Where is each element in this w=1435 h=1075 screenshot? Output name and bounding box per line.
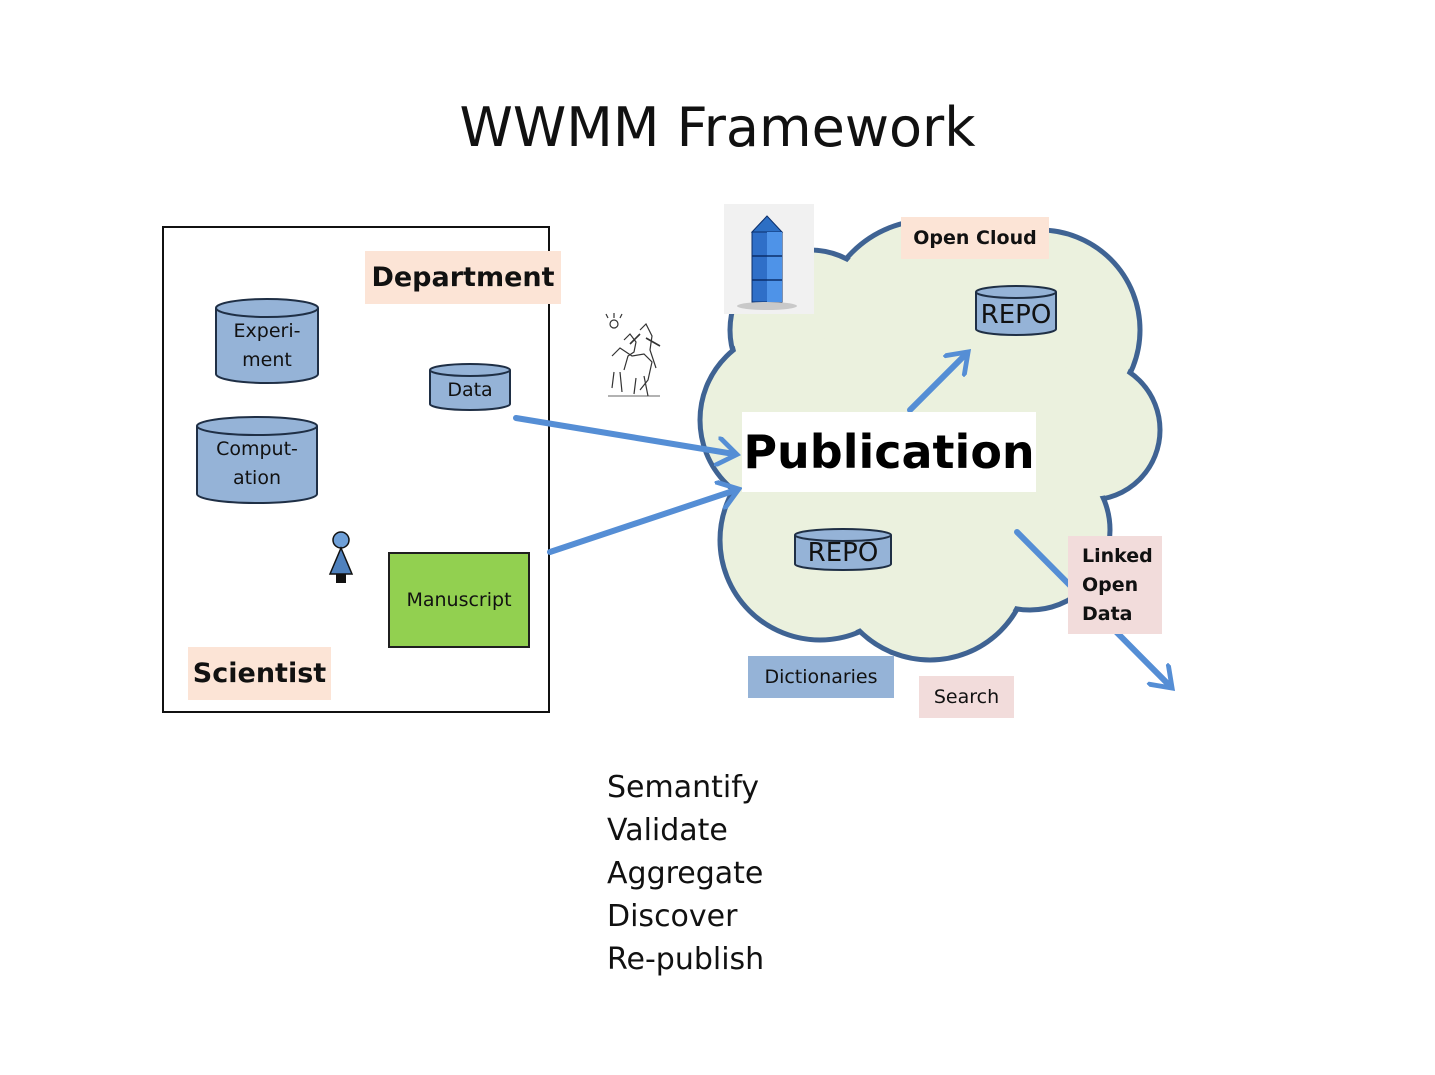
verb-item: Semantify — [607, 770, 760, 805]
page-title: WWMM Framework — [459, 96, 976, 159]
arrow-publication-to-repo — [907, 354, 966, 413]
process-verbs-list: Semantify Validate Aggregate Discover Re… — [607, 766, 764, 981]
repo-top-cylinder — [975, 285, 1057, 336]
computation-label: Comput- ation — [216, 438, 298, 489]
lod-line-3: Data — [1082, 603, 1133, 625]
scientist-person-icon — [328, 531, 354, 583]
dictionaries-label: Dictionaries — [748, 656, 894, 698]
repo-top-label: REPO — [980, 299, 1052, 330]
publication-box: Publication — [742, 412, 1036, 492]
repository-tower-icon — [724, 204, 814, 314]
data-cylinder — [429, 363, 511, 411]
search-label: Search — [919, 676, 1014, 718]
manuscript-label: Manuscript — [406, 589, 512, 611]
repo-bottom-cylinder — [794, 528, 892, 571]
verb-item: Validate — [607, 813, 728, 848]
verb-item: Aggregate — [607, 856, 764, 891]
publication-label: Publication — [743, 425, 1035, 479]
manuscript-box: Manuscript — [388, 552, 530, 648]
experiment-label: Experi- ment — [233, 320, 301, 371]
linked-open-data-label: Linked Open Data — [1068, 536, 1162, 634]
arrow-manuscript-to-publication — [547, 490, 736, 555]
open-cloud-label: Open Cloud — [901, 217, 1049, 259]
don-quixote-sketch-icon — [605, 313, 661, 397]
verb-item: Discover — [607, 899, 738, 934]
computation-cylinder — [196, 416, 318, 504]
arrow-data-to-publication — [513, 415, 734, 454]
lod-line-2: Open — [1082, 574, 1139, 596]
experiment-cylinder — [215, 298, 319, 384]
scientist-label: Scientist — [188, 647, 331, 700]
lod-line-1: Linked — [1082, 545, 1153, 567]
verb-item: Re-publish — [607, 942, 765, 977]
repo-bottom-label: REPO — [807, 537, 879, 568]
department-label: Department — [365, 251, 561, 304]
data-label: Data — [447, 378, 493, 401]
